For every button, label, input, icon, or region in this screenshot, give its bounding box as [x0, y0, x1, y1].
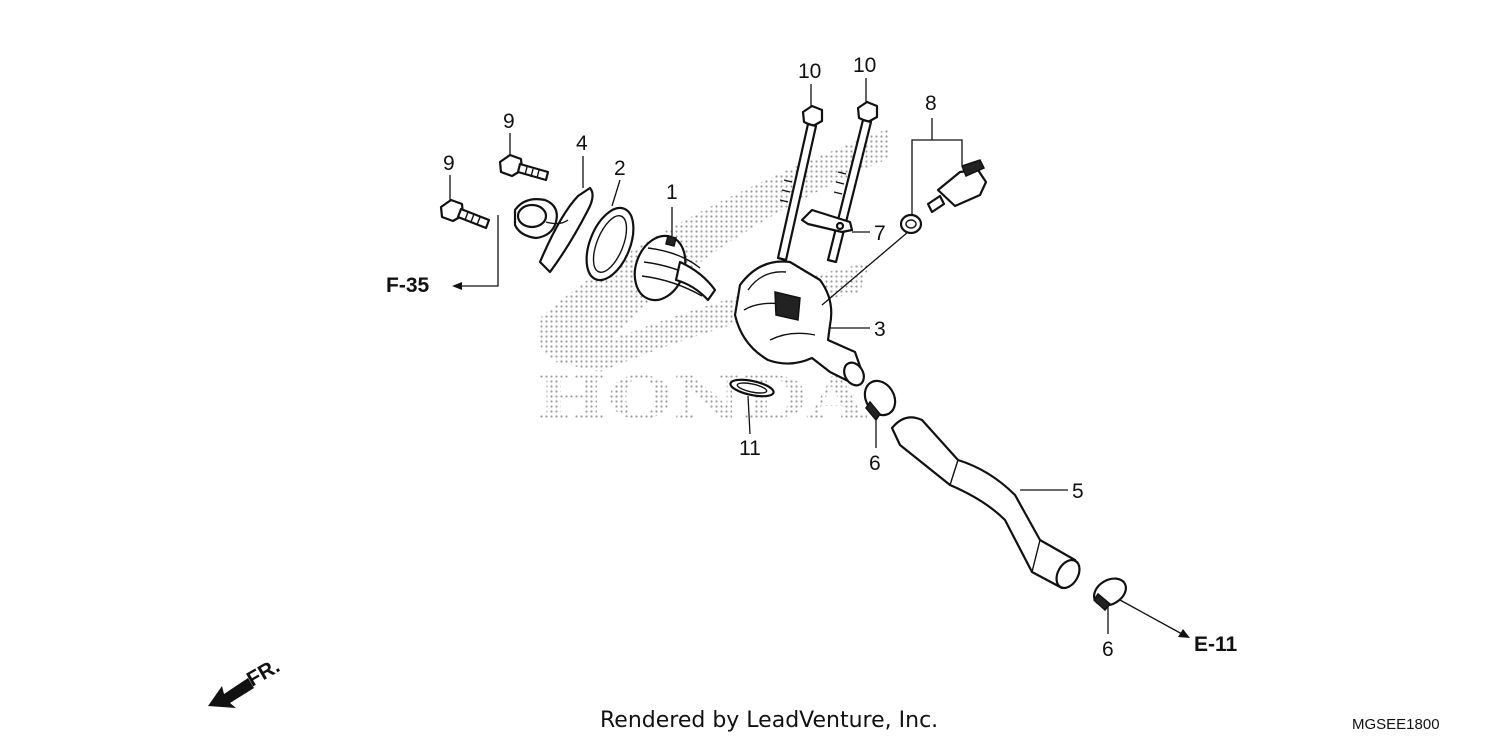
part-8-water-temp-sensor [899, 159, 988, 235]
callout-5: 5 [1072, 480, 1084, 503]
part-3-thermostat-housing [733, 260, 865, 387]
footer-credit: Rendered by LeadVenture, Inc. [600, 708, 939, 733]
part-6-hose-clamp-upper [863, 379, 897, 422]
front-arrow-icon [208, 678, 254, 708]
callout-6-upper: 6 [869, 452, 881, 475]
leader-lines [449, 78, 1190, 638]
part-10-bolt-left [776, 104, 824, 262]
callout-2: 2 [614, 157, 626, 180]
callout-6-lower: 6 [1102, 638, 1114, 661]
reference-e11: E-11 [1194, 633, 1238, 656]
honda-watermark: HONDA [536, 128, 890, 432]
part-9-bolt-upper [498, 153, 550, 182]
arrow-to-f35 [452, 282, 462, 290]
callout-8: 8 [925, 92, 937, 115]
part-4-thermostat-cover [513, 186, 594, 274]
callout-10-right: 10 [853, 54, 876, 77]
callout-7: 7 [874, 222, 886, 245]
part-7-clip [800, 208, 854, 234]
part-5-water-hose [890, 416, 1081, 590]
watermark-wordmark: HONDA [536, 364, 867, 432]
callout-1: 1 [666, 181, 678, 204]
callout-labels: 1 2 3 4 5 6 6 7 8 9 9 10 10 11 [443, 54, 1114, 661]
callout-9-upper: 9 [503, 110, 515, 133]
callout-4: 4 [576, 132, 588, 155]
callout-9-lower: 9 [443, 152, 455, 175]
front-direction-indicator: FR. [208, 654, 284, 708]
callout-10-left: 10 [798, 60, 821, 83]
callout-11: 11 [739, 437, 761, 460]
part-9-bolt-lower [439, 198, 491, 230]
arrow-to-e11 [1178, 629, 1190, 638]
reference-f35: F-35 [386, 274, 430, 297]
callout-3: 3 [874, 318, 886, 341]
part-11-gasket [729, 378, 775, 398]
diagram-code: MGSEE1800 [1352, 716, 1440, 733]
part-2-o-ring [585, 206, 635, 282]
part-1-thermostat [633, 234, 717, 302]
part-6-hose-clamp-lower [1093, 577, 1127, 612]
